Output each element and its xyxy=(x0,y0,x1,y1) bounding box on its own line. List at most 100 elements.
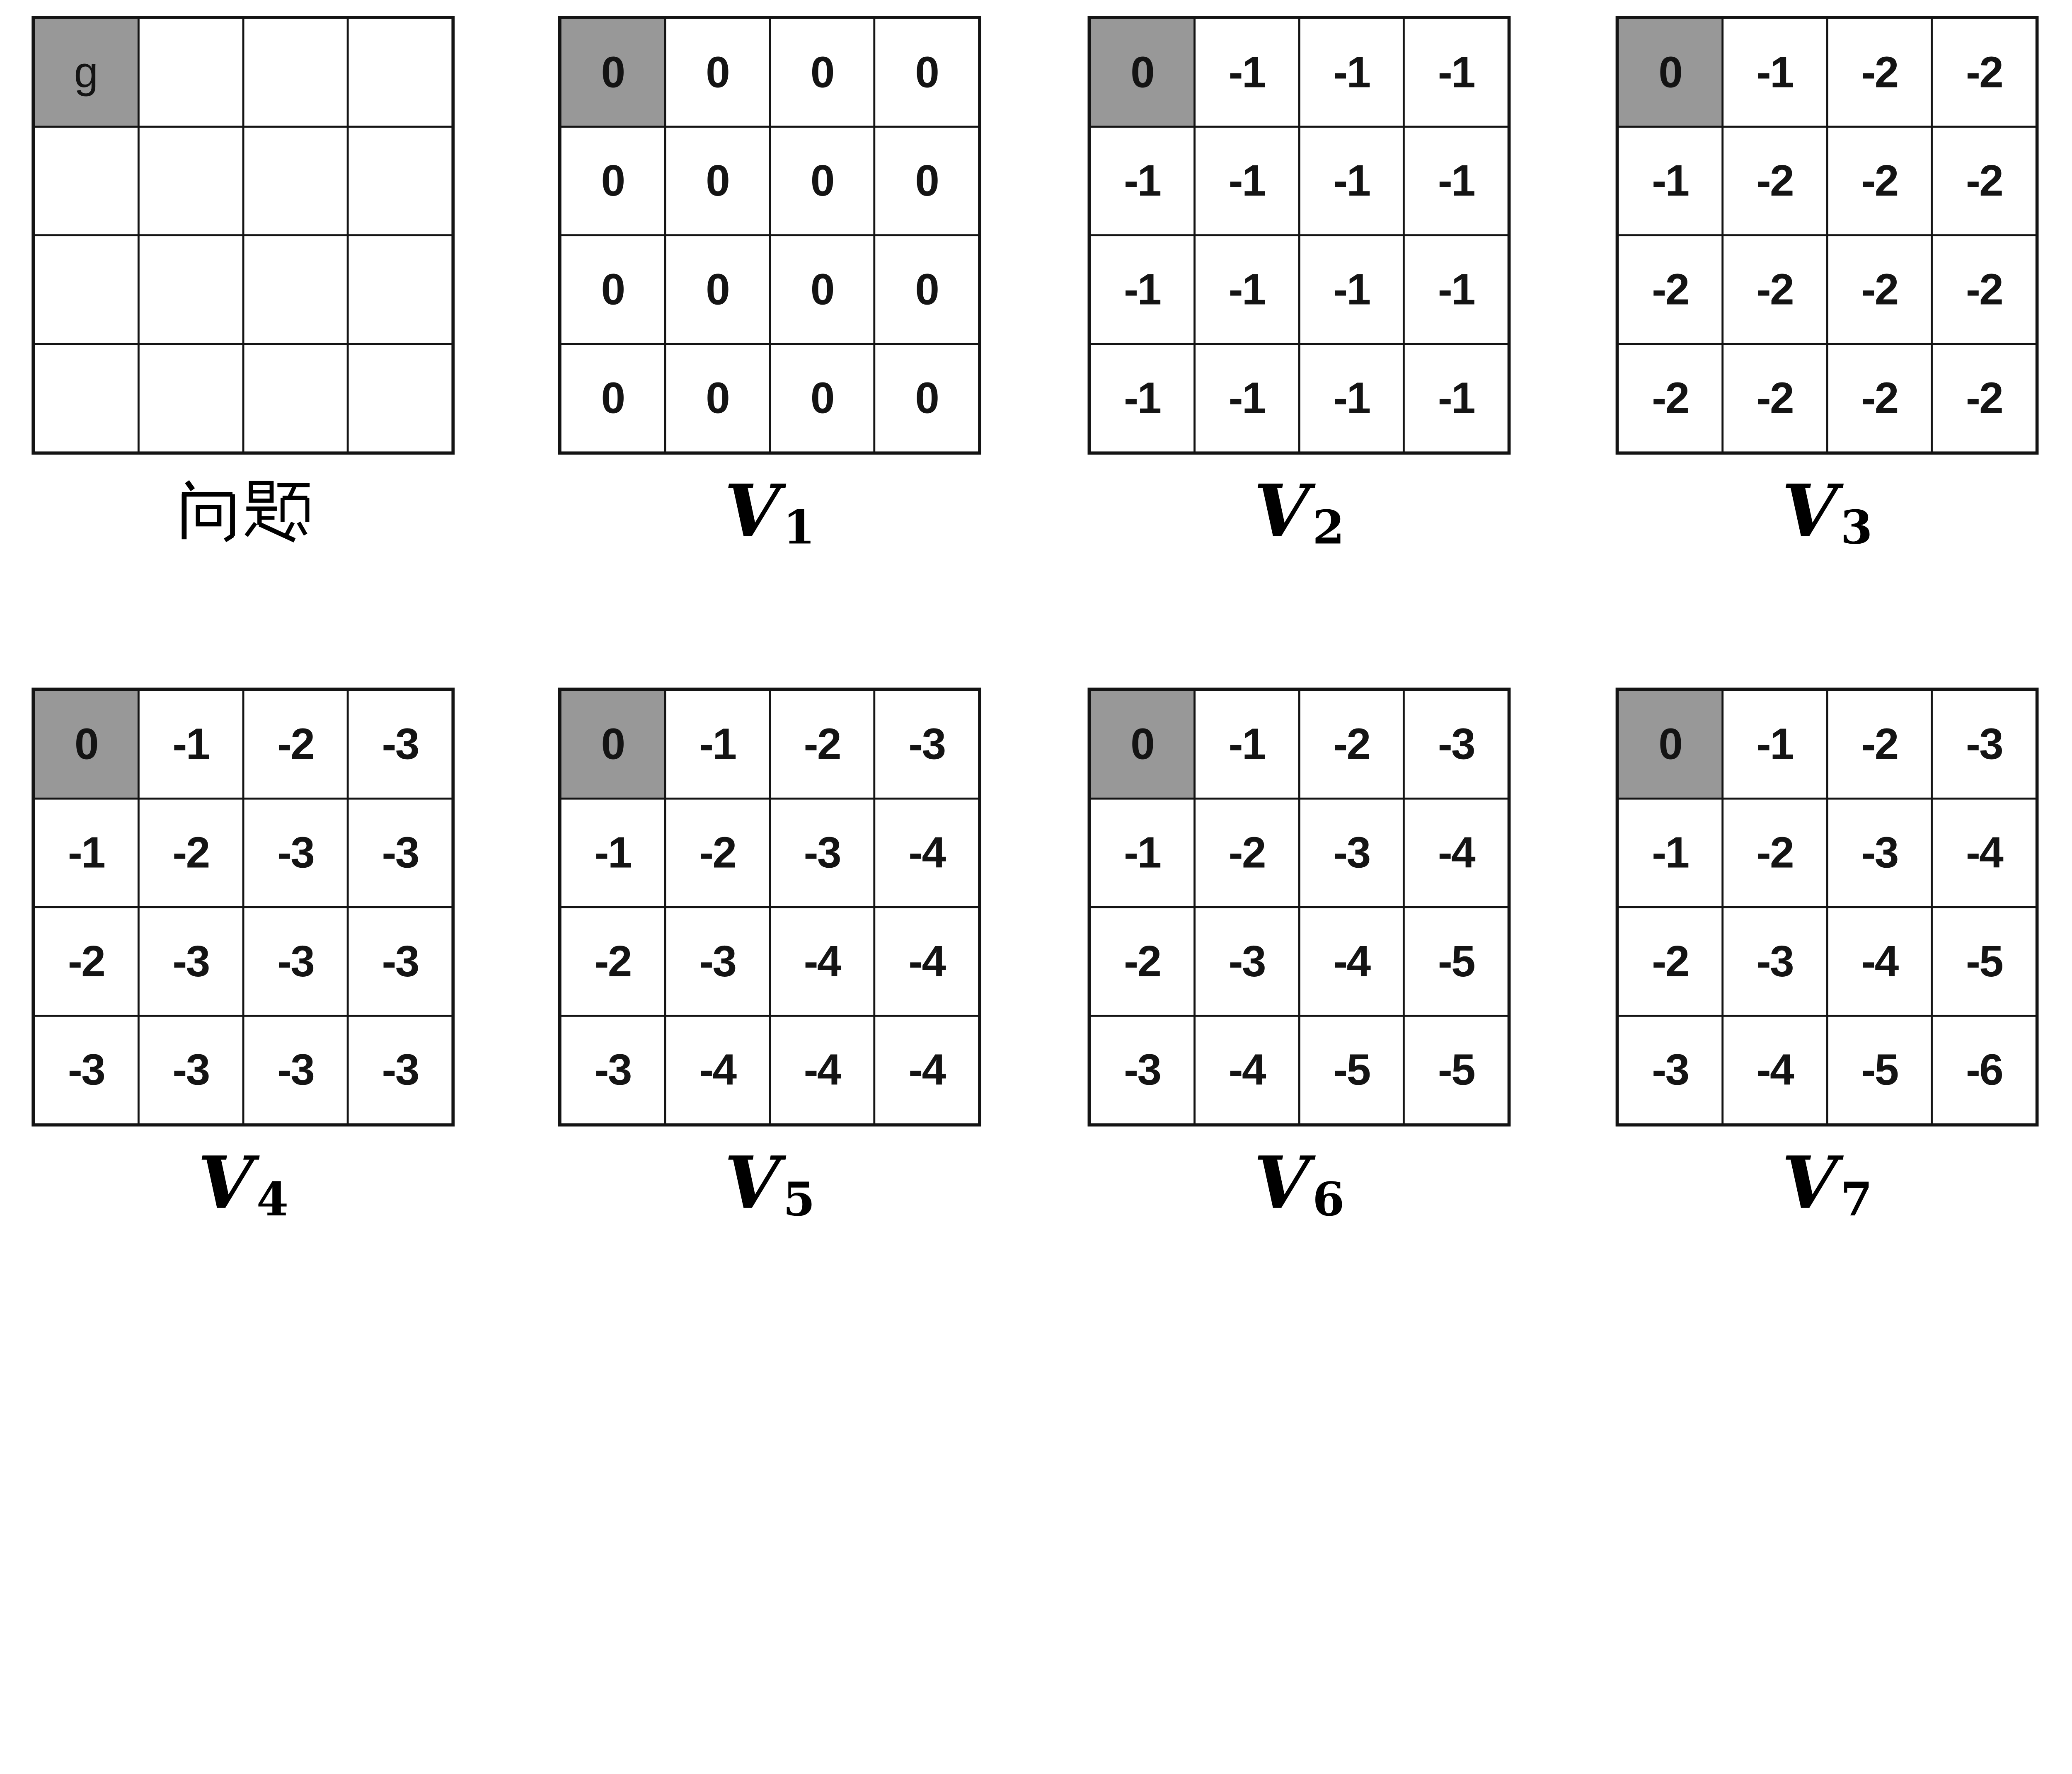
grid-v7: 0 -1 -2 -3 -1 -2 -3 -4 -2 -3 -4 -5 -3 -4… xyxy=(1615,687,2039,1127)
grid-cell: -2 xyxy=(561,908,664,1015)
grid-cell: -2 xyxy=(1619,236,1722,343)
grid-cell: -2 xyxy=(1619,908,1722,1015)
label-base: V xyxy=(1782,468,1838,553)
grid-cell: -3 xyxy=(244,908,347,1015)
grid-cell: -5 xyxy=(1828,1016,1931,1123)
grid-cell: 0 xyxy=(561,236,664,343)
grid-cell: -2 xyxy=(1723,236,1826,343)
grid-cell: -3 xyxy=(1404,691,1508,798)
grid-cell: -1 xyxy=(1195,236,1298,343)
grid-cell: -3 xyxy=(770,799,874,906)
grid-cell: -2 xyxy=(139,799,242,906)
grid-label-problem: 问题 问题 xyxy=(31,470,455,551)
grid-cell xyxy=(244,19,347,126)
grid-cell: -2 xyxy=(770,691,874,798)
grid-cell: -2 xyxy=(1933,345,2036,452)
grid-cell: -2 xyxy=(1828,345,1931,452)
grid-cell xyxy=(139,345,242,452)
grid-cell: -1 xyxy=(1300,127,1403,235)
goal-cell: 0 xyxy=(561,691,664,798)
grid-cell: -2 xyxy=(1195,799,1298,906)
grid-cell: -2 xyxy=(666,799,769,906)
grid-cell: -1 xyxy=(1195,345,1298,452)
grid-cell xyxy=(349,345,452,452)
grid-cell: 0 xyxy=(561,345,664,452)
grid-cell: -2 xyxy=(1828,127,1931,235)
label-base: V xyxy=(724,468,780,553)
grid-cell: -3 xyxy=(349,691,452,798)
grid-cell: 0 xyxy=(875,345,978,452)
grid-cell: -1 xyxy=(1091,799,1193,906)
grid-cell: -1 xyxy=(1300,236,1403,343)
grid-cell: -1 xyxy=(1195,127,1298,235)
grid-v3: 0 -1 -2 -2 -1 -2 -2 -2 -2 -2 -2 -2 -2 -2… xyxy=(1615,16,2039,455)
goal-cell: 0 xyxy=(1091,691,1193,798)
grid-cell: -4 xyxy=(770,908,874,1015)
grid-cell: -4 xyxy=(875,799,978,906)
grid-v1: 0 0 0 0 0 0 0 0 0 0 0 0 0 0 0 0 xyxy=(558,16,981,455)
grid-cell: -3 xyxy=(349,1016,452,1123)
grid-cell: -1 xyxy=(1723,19,1826,126)
grid-cell: -3 xyxy=(1828,799,1931,906)
goal-cell: g xyxy=(35,19,138,126)
grid-cell: -1 xyxy=(1091,236,1193,343)
grid-cell: -4 xyxy=(1723,1016,1826,1123)
grid-cell: -3 xyxy=(244,1016,347,1123)
grid-v4: 0 -1 -2 -3 -1 -2 -3 -3 -2 -3 -3 -3 -3 -3… xyxy=(31,687,455,1127)
grid-cell xyxy=(244,127,347,235)
grid-cell: 0 xyxy=(770,19,874,126)
grid-cell: -1 xyxy=(1091,127,1193,235)
grid-cell: -1 xyxy=(1195,691,1298,798)
grid-cell: 0 xyxy=(875,236,978,343)
grid-cell: -3 xyxy=(1933,691,2036,798)
grid-block-v7: 0 -1 -2 -3 -1 -2 -3 -4 -2 -3 -4 -5 -3 -4… xyxy=(1615,687,2039,1222)
grid-cell: -1 xyxy=(1404,127,1508,235)
grid-cell: -1 xyxy=(1404,345,1508,452)
grid-cell: 0 xyxy=(666,236,769,343)
goal-cell: 0 xyxy=(35,691,138,798)
grid-cell: 0 xyxy=(770,127,874,235)
grid-cell xyxy=(139,19,242,126)
grid-cell: 0 xyxy=(770,236,874,343)
grid-cell: -2 xyxy=(1091,908,1193,1015)
grid-cell: 0 xyxy=(666,127,769,235)
grid-cell: -3 xyxy=(244,799,347,906)
label-subscript: 6 xyxy=(1312,1172,1345,1227)
grid-cell: -3 xyxy=(35,1016,138,1123)
grid-cell: -3 xyxy=(875,691,978,798)
grid-cell: -1 xyxy=(1300,19,1403,126)
grid-cell: 0 xyxy=(561,127,664,235)
grid-cell: 0 xyxy=(770,345,874,452)
grid-cell: -2 xyxy=(1828,19,1931,126)
grid-cell: -1 xyxy=(561,799,664,906)
grid-cell: -3 xyxy=(1195,908,1298,1015)
grid-cell: -3 xyxy=(139,908,242,1015)
grid-cell: -1 xyxy=(1404,19,1508,126)
grid-cell: -1 xyxy=(139,691,242,798)
label-subscript: 5 xyxy=(783,1172,815,1227)
grid-cell: -1 xyxy=(35,799,138,906)
goal-cell: 0 xyxy=(1091,19,1193,126)
grid-cell: -1 xyxy=(1404,236,1508,343)
grid-cell: -6 xyxy=(1933,1016,2036,1123)
grid-cell xyxy=(139,236,242,343)
grid-cell: -2 xyxy=(35,908,138,1015)
label-subscript: 4 xyxy=(256,1172,289,1227)
grid-cell: -2 xyxy=(1723,799,1826,906)
grid-cell xyxy=(244,345,347,452)
grid-cell xyxy=(349,236,452,343)
grid-cell: -3 xyxy=(349,799,452,906)
grid-cell: -4 xyxy=(875,908,978,1015)
grid-cell: -1 xyxy=(1195,19,1298,126)
grid-cell xyxy=(139,127,242,235)
grid-cell: -4 xyxy=(1828,908,1931,1015)
grid-cell: 0 xyxy=(875,19,978,126)
grid-cell: -4 xyxy=(1300,908,1403,1015)
grid-block-v5: 0 -1 -2 -3 -1 -2 -3 -4 -2 -3 -4 -4 -3 -4… xyxy=(558,687,981,1222)
grid-cell: -3 xyxy=(1723,908,1826,1015)
grid-cell: -2 xyxy=(244,691,347,798)
grid-cell: -4 xyxy=(1404,799,1508,906)
